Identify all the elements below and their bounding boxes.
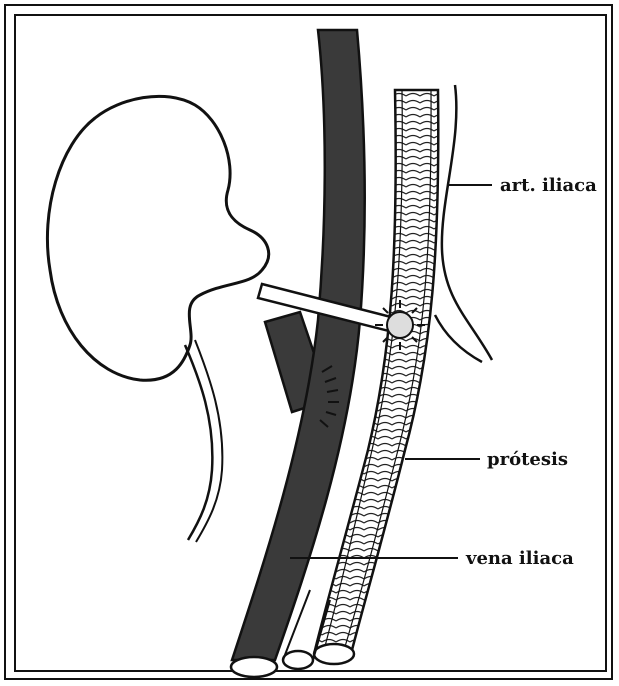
small-stump [283,651,313,669]
art-iliaca-vessel [442,85,492,360]
label-vena-iliaca: vena iliaca [465,548,574,569]
vein-cut-end [231,657,277,677]
kidney [47,96,268,380]
label-protesis: prótesis [487,449,568,470]
label-art-iliaca: art. iliaca [500,175,597,196]
protesis-cut-end [314,644,354,664]
